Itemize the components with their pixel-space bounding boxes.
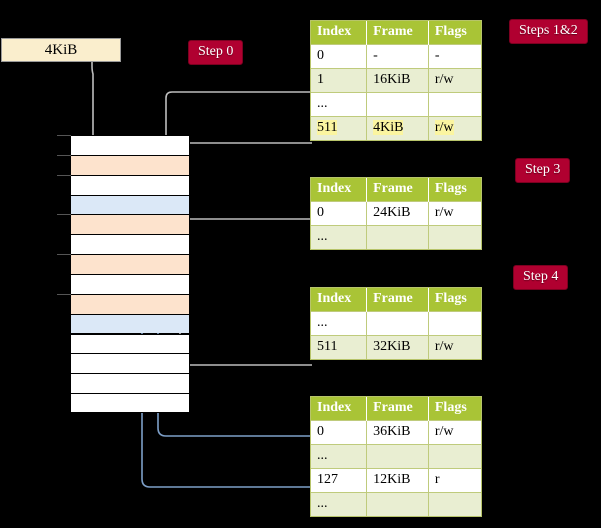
memory-frame-row: [70, 234, 190, 255]
table-cell: r/w: [428, 116, 481, 140]
table-row: ...: [311, 311, 481, 336]
table-cell: 12KiB: [366, 468, 429, 493]
table-cell: [366, 444, 429, 469]
wire-step4: [168, 313, 312, 366]
table-header-index: Index: [311, 178, 368, 202]
source-page-box: 4KiB: [1, 38, 121, 62]
table-cell: 36KiB: [366, 420, 429, 445]
table-cell: -: [428, 44, 481, 69]
table-row: ...: [311, 225, 481, 249]
memory-frame-row: [57, 135, 190, 155]
table-cell: [428, 492, 481, 516]
memory-frame-row: [70, 353, 190, 374]
table-header-flags: Flags: [428, 397, 481, 421]
memory-column: [57, 135, 190, 413]
table-row: 0--: [311, 44, 481, 69]
table-cell: ...: [311, 92, 368, 117]
table-cell: 0: [311, 44, 368, 69]
frame-tick-mark: [57, 254, 71, 256]
frame-tick-mark: [57, 293, 71, 295]
memory-frame-row: [70, 194, 190, 215]
table-cell: r/w: [428, 420, 481, 445]
table-cell: 24KiB: [366, 201, 429, 226]
table-header-index: Index: [311, 21, 368, 45]
table-cell: [366, 492, 429, 516]
memory-frame-row: [57, 214, 190, 235]
table-cell: [428, 311, 481, 336]
table-cell: r/w: [428, 201, 481, 226]
table-cell: ...: [311, 444, 368, 469]
badge-step-3: Step 3: [515, 158, 571, 183]
table-header-flags: Flags: [428, 178, 481, 202]
table-header-index: Index: [311, 288, 368, 312]
memory-frame-row: [70, 333, 190, 354]
table-cell: ...: [311, 492, 368, 516]
table-cell: r: [428, 468, 481, 493]
table-cell: [366, 92, 429, 117]
table-cell: [428, 444, 481, 469]
memory-frame-row: [57, 174, 190, 195]
table-cell: 511: [311, 335, 368, 359]
badge-step-4: Step 4: [513, 265, 569, 290]
table-cell: 1: [311, 68, 368, 93]
frame-tick-mark: [57, 174, 71, 176]
table-cell: ...: [311, 311, 368, 336]
table-header-frame: Frame: [366, 397, 429, 421]
table-header-frame: Frame: [366, 178, 429, 202]
frame-tick-mark: [57, 214, 71, 216]
table-cell: 16KiB: [366, 68, 429, 93]
table-cell: ...: [311, 225, 368, 249]
table-row: ...: [311, 92, 481, 117]
table-header-flags: Flags: [428, 21, 481, 45]
source-page-label: 4KiB: [44, 41, 78, 58]
memory-frame-row: [70, 313, 190, 334]
frame-tick-mark: [57, 135, 71, 136]
memory-frame-row: [57, 293, 190, 314]
wire-step3: [170, 218, 312, 276]
table-cell: [428, 92, 481, 117]
table-row: ...: [311, 492, 481, 516]
table-cell: 127: [311, 468, 368, 493]
table-cell: 0: [311, 201, 368, 226]
table-cell: 4KiB: [366, 116, 429, 140]
table-cell: [428, 225, 481, 249]
table-cell: [366, 311, 429, 336]
memory-frame-row: [70, 273, 190, 294]
table-header-frame: Frame: [366, 21, 429, 45]
table-cell: r/w: [428, 335, 481, 359]
table-header-frame: Frame: [366, 288, 429, 312]
table-header-flags: Flags: [428, 288, 481, 312]
frame-tick-mark: [57, 154, 71, 156]
table-header-index: Index: [311, 397, 368, 421]
table-cell: 511: [311, 116, 368, 140]
table-cell: r/w: [428, 68, 481, 93]
table-cell: 0: [311, 420, 368, 445]
table-cell: [366, 225, 429, 249]
table-cell: -: [366, 44, 429, 69]
memory-frame-row: [70, 373, 190, 394]
memory-frame-row: [57, 154, 190, 175]
memory-frame-row: [70, 393, 190, 413]
badge-steps-1-2: Steps 1&2: [509, 19, 588, 44]
badge-step-0: Step 0: [188, 40, 244, 65]
table-row: ...: [311, 444, 481, 469]
memory-frame-row: [57, 254, 190, 274]
table-cell: 32KiB: [366, 335, 429, 359]
